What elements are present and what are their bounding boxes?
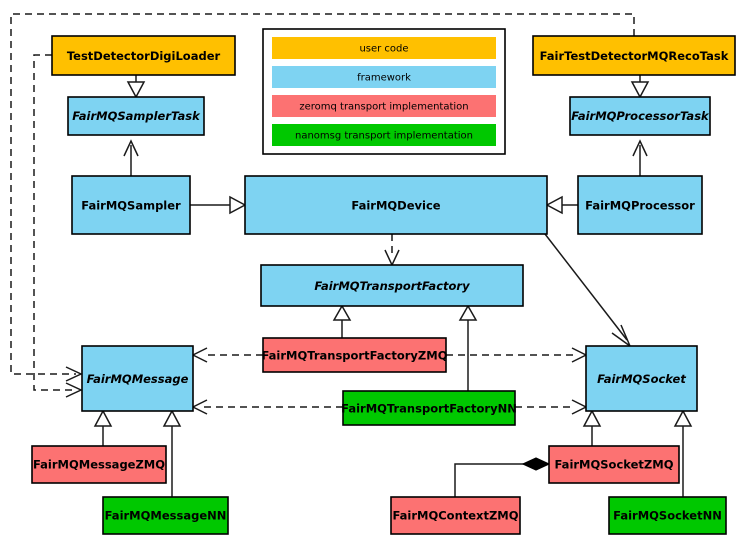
- edge-fairmqdevice-to-fairmqtransportfactory: [384, 234, 400, 267]
- edge-fairmqdevice-to-fairmqsocket: [544, 233, 632, 349]
- node-label: FairMQTransportFactoryNN: [341, 402, 517, 416]
- node-box: [81, 345, 194, 412]
- edge-testdetectordigiloader-to-fairmqsamplertask: [126, 75, 146, 99]
- node-box: [548, 445, 680, 484]
- node-label: FairMQDevice: [351, 199, 440, 213]
- node-fairmqmessagezmq[interactable]: FairMQMessageZMQ: [31, 445, 167, 484]
- node-label: FairMQMessageNN: [105, 509, 227, 523]
- edge-fairmqtransportfactoryzmq-to-fairmqsocket: [446, 347, 588, 363]
- edge-testdetectordigiloader-to-fairmqmessage: [33, 54, 83, 398]
- edge-fairmqsampler-to-fairmqdevice: [190, 195, 247, 215]
- edge-fairmqtransportfactoryzmq-to-fairmqmessage: [191, 347, 263, 363]
- node-label: FairMQSampler: [81, 199, 181, 213]
- node-fairmqsamplertask[interactable]: FairMQSamplerTask: [67, 96, 205, 136]
- legend-item-nanomsg: nanomsg transport implementation: [272, 124, 496, 146]
- node-testdetectordigiloader[interactable]: TestDetectorDigiLoader: [51, 35, 236, 76]
- node-label: FairMQTransportFactoryZMQ: [261, 349, 447, 363]
- node-box: [71, 175, 191, 235]
- node-label: FairMQTransportFactory: [314, 279, 470, 293]
- node-label: FairMQMessageZMQ: [33, 458, 165, 472]
- node-label: FairMQSocketZMQ: [555, 458, 674, 472]
- node-fairtestdetectormqrecotask[interactable]: FairTestDetectorMQRecoTask: [532, 35, 736, 76]
- node-label: TestDetectorDigiLoader: [67, 49, 221, 63]
- node-fairmqtransportfactoryzmq[interactable]: FairMQTransportFactoryZMQ: [261, 337, 448, 373]
- legend-label-framework: framework: [357, 73, 411, 84]
- node-box: [532, 35, 736, 76]
- edge-fairmqsocketzmq-to-fairmqsocket: [582, 409, 602, 446]
- legend-item-framework: framework: [272, 66, 496, 88]
- legend-swatch-zeromq: [272, 95, 496, 117]
- node-fairmqtransportfactorynn[interactable]: FairMQTransportFactoryNN: [341, 390, 517, 426]
- node-box: [31, 445, 167, 484]
- node-fairmqdevice[interactable]: FairMQDevice: [244, 175, 548, 235]
- node-label: FairMQSocket: [597, 372, 686, 386]
- edge-fairmqprocessor-to-fairmqdevice: [545, 195, 578, 215]
- legend-label-nanomsg: nanomsg transport implementation: [295, 131, 473, 142]
- edge-fairmqtransportfactorynn-to-fairmqtransportfactory: [458, 304, 478, 391]
- edge-fairmqsampler-to-fairmqsamplertask: [123, 139, 139, 176]
- node-fairmqcontextzmq[interactable]: FairMQContextZMQ: [390, 496, 521, 535]
- edge-fairmqtransportfactoryzmq-to-fairmqtransportfactory: [332, 304, 352, 338]
- legend: user code framework zeromq transport imp…: [262, 28, 506, 155]
- edge-fairmqmessagezmq-to-fairmqmessage: [93, 409, 113, 446]
- node-box: [585, 345, 698, 412]
- edge-fairmqsocketnn-to-fairmqsocket: [673, 409, 693, 497]
- node-fairmqtransportfactory[interactable]: FairMQTransportFactory: [260, 264, 524, 307]
- node-box: [262, 337, 447, 373]
- edge-fairtestdetectormqrecotask-to-fairmqmessage: [10, 13, 635, 382]
- node-fairmqsocketzmq[interactable]: FairMQSocketZMQ: [548, 445, 680, 484]
- node-fairmqmessage[interactable]: FairMQMessage: [81, 345, 194, 412]
- node-box: [569, 96, 711, 136]
- legend-swatch-nanomsg: [272, 124, 496, 146]
- node-label: FairMQSamplerTask: [72, 109, 201, 123]
- node-fairmqprocessortask[interactable]: FairMQProcessorTask: [569, 96, 711, 136]
- edge-fairmqprocessor-to-fairmqprocessortask: [632, 139, 648, 176]
- node-box: [342, 390, 516, 426]
- node-label: FairTestDetectorMQRecoTask: [540, 49, 729, 63]
- node-box: [260, 264, 524, 307]
- edge-fairmqtransportfactorynn-to-fairmqsocket: [515, 399, 588, 415]
- node-label: FairMQSocketNN: [613, 509, 722, 523]
- edge-fairmqsocketzmq-to-fairmqcontextzmq: [454, 457, 551, 497]
- node-label: FairMQProcessorTask: [571, 109, 710, 123]
- node-box: [102, 496, 229, 535]
- node-layer: TestDetectorDigiLoader FairTestDetectorM…: [31, 35, 736, 535]
- legend-swatch-user-code: [272, 37, 496, 59]
- node-label: FairMQProcessor: [585, 199, 695, 213]
- node-fairmqsampler[interactable]: FairMQSampler: [71, 175, 191, 235]
- legend-item-user-code: user code: [272, 37, 496, 59]
- legend-swatch-framework: [272, 66, 496, 88]
- edge-fairmqtransportfactorynn-to-fairmqmessage: [191, 399, 343, 415]
- node-fairmqsocketnn[interactable]: FairMQSocketNN: [608, 496, 727, 535]
- edge-layer: [10, 13, 693, 497]
- node-fairmqmessagenn[interactable]: FairMQMessageNN: [102, 496, 229, 535]
- node-fairmqsocket[interactable]: FairMQSocket: [585, 345, 698, 412]
- node-label: FairMQMessage: [87, 372, 189, 386]
- node-box: [390, 496, 521, 535]
- node-box: [51, 35, 236, 76]
- node-label: FairMQContextZMQ: [392, 509, 518, 523]
- node-box: [67, 96, 205, 136]
- legend-item-zeromq: zeromq transport implementation: [272, 95, 496, 117]
- node-box: [244, 175, 548, 235]
- legend-label-zeromq: zeromq transport implementation: [299, 102, 468, 113]
- node-fairmqprocessor[interactable]: FairMQProcessor: [577, 175, 703, 235]
- legend-label-user-code: user code: [359, 44, 408, 55]
- edge-fairtestdetectormqrecotask-to-fairmqprocessortask: [630, 75, 650, 99]
- node-box: [577, 175, 703, 235]
- edge-fairmqmessagenn-to-fairmqmessage: [162, 409, 182, 497]
- node-box: [608, 496, 727, 535]
